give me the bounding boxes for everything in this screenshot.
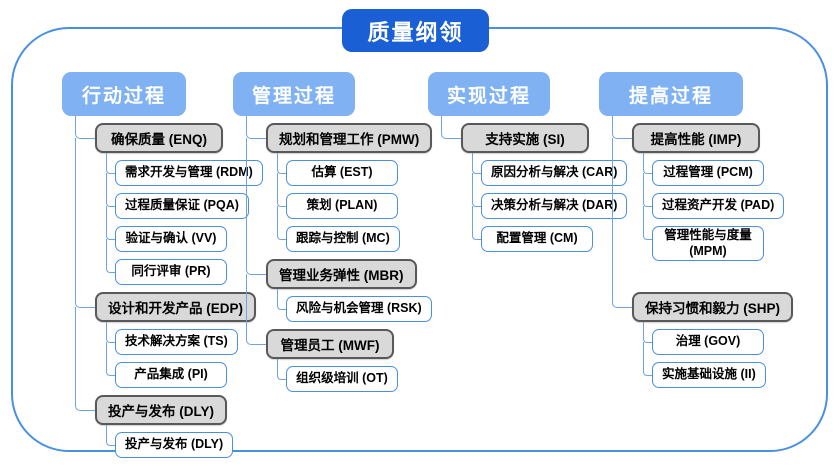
group-branch: 支持实施 (SI) 原因分析与解决 (CAR) 决策分析与解决 (DAR) 配置管理 … (441, 116, 628, 252)
column-header: 实现过程 (428, 72, 550, 116)
leaf-node: 策划 (PLAN) (286, 193, 398, 219)
leaf-branch: 产品集成 (PI) (106, 355, 263, 388)
leaf-branch: 管理性能与度量 (MPM) (643, 218, 793, 262)
leaf-branch: 治理 (GOV) (643, 322, 793, 363)
leaf-branch: 同行评审 (PR) (106, 252, 263, 285)
process-column-2: 管理过程规划和管理工作 (PMW) 估算 (EST) 策划 (PLAN) 跟踪与控制 … (233, 72, 433, 392)
leaf-branch: 风险与机会管理 (RSK) (277, 289, 432, 322)
leaf-branch: 估算 (EST) (277, 153, 432, 193)
group-branch: 投产与发布 (DLY) 投产与发布 (DLY) (75, 388, 263, 458)
leaf-branch: 跟踪与控制 (MC) (277, 219, 432, 252)
leaf-node: 技术解决方案 (TS) (115, 329, 238, 355)
leaf-branch: 策划 (PLAN) (277, 186, 432, 226)
group-list: 确保质量 (ENQ) 需求开发与管理 (RDM) 过程质量保证 (PQA) 验证与确认… (75, 116, 263, 458)
group-node: 提高性能 (IMP) (632, 123, 760, 153)
leaf-node: 投产与发布 (DLY) (115, 432, 234, 458)
group-node: 管理业务弹性 (MBR) (266, 259, 417, 289)
group-branch: 确保质量 (ENQ) 需求开发与管理 (RDM) 过程质量保证 (PQA) 验证与确认… (75, 116, 263, 292)
group-branch: 管理业务弹性 (MBR) 风险与机会管理 (RSK) (246, 252, 432, 329)
leaf-node: 跟踪与控制 (MC) (286, 226, 400, 252)
leaf-list: 风险与机会管理 (RSK) (277, 289, 432, 322)
leaf-node: 原因分析与解决 (CAR) (481, 160, 628, 186)
leaf-list: 需求开发与管理 (RDM) 过程质量保证 (PQA) 验证与确认 (VV) 同行评审 … (106, 153, 263, 285)
process-column-4: 提高过程提高性能 (IMP) 过程管理 (PCM) 过程资产开发 (PAD) 管理性能… (599, 72, 793, 389)
leaf-list: 原因分析与解决 (CAR) 决策分析与解决 (DAR) 配置管理 (CM) (472, 153, 628, 252)
leaf-node: 同行评审 (PR) (115, 259, 227, 285)
column-header: 提高过程 (599, 72, 743, 116)
leaf-node: 估算 (EST) (286, 160, 398, 186)
group-branch: 规划和管理工作 (PMW) 估算 (EST) 策划 (PLAN) 跟踪与控制 (MC) (246, 116, 433, 259)
leaf-branch: 原因分析与解决 (CAR) (472, 153, 628, 193)
leaf-branch: 组织级培训 (OT) (277, 359, 432, 392)
leaf-node: 需求开发与管理 (RDM) (115, 160, 263, 186)
leaf-node: 管理性能与度量 (MPM) (652, 226, 764, 262)
group-list: 规划和管理工作 (PMW) 估算 (EST) 策划 (PLAN) 跟踪与控制 (MC)… (246, 116, 433, 392)
group-branch: 提高性能 (IMP) 过程管理 (PCM) 过程资产开发 (PAD) 管理性能与度量 … (612, 115, 793, 269)
leaf-branch: 需求开发与管理 (RDM) (106, 153, 263, 193)
diagram-title: 质量纲领 (342, 9, 489, 52)
leaf-node: 实施基础设施 (II) (652, 362, 766, 389)
group-branch: 保持习惯和毅力 (SHP) 治理 (GOV) 实施基础设施 (II) (612, 261, 793, 389)
process-column-3: 实现过程支持实施 (SI) 原因分析与解决 (CAR) 决策分析与解决 (DAR) 配… (428, 72, 628, 252)
group-node: 确保质量 (ENQ) (95, 123, 223, 153)
group-node: 投产与发布 (DLY) (95, 395, 228, 425)
leaf-list: 投产与发布 (DLY) (106, 425, 263, 458)
leaf-branch: 技术解决方案 (TS) (106, 322, 263, 362)
leaf-node: 过程质量保证 (PQA) (115, 193, 249, 219)
leaf-branch: 配置管理 (CM) (472, 219, 627, 252)
leaf-branch: 投产与发布 (DLY) (106, 425, 263, 458)
group-node: 设计和开发产品 (EDP) (95, 292, 256, 322)
leaf-node: 配置管理 (CM) (481, 226, 593, 252)
leaf-list: 估算 (EST) 策划 (PLAN) 跟踪与控制 (MC) (277, 153, 432, 252)
leaf-node: 过程管理 (PCM) (652, 160, 764, 186)
leaf-list: 组织级培训 (OT) (277, 359, 432, 392)
leaf-branch: 过程资产开发 (PAD) (643, 186, 793, 226)
leaf-node: 验证与确认 (VV) (115, 226, 227, 252)
leaf-branch: 决策分析与解决 (DAR) (472, 186, 628, 226)
group-branch: 管理员工 (MWF) 组织级培训 (OT) (246, 322, 432, 392)
group-node: 保持习惯和毅力 (SHP) (632, 292, 793, 323)
leaf-node: 风险与机会管理 (RSK) (286, 296, 432, 322)
process-column-1: 行动过程确保质量 (ENQ) 需求开发与管理 (RDM) 过程质量保证 (PQA) 验… (62, 72, 263, 458)
leaf-node: 产品集成 (PI) (115, 362, 227, 388)
leaf-node: 组织级培训 (OT) (286, 366, 398, 392)
leaf-branch: 过程质量保证 (PQA) (106, 186, 263, 226)
leaf-node: 决策分析与解决 (DAR) (481, 193, 628, 219)
group-branch: 设计和开发产品 (EDP) 技术解决方案 (TS) 产品集成 (PI) (75, 285, 263, 395)
leaf-node: 过程资产开发 (PAD) (652, 193, 785, 219)
leaf-branch: 验证与确认 (VV) (106, 219, 263, 259)
group-node: 管理员工 (MWF) (266, 329, 394, 359)
group-node: 规划和管理工作 (PMW) (266, 123, 433, 153)
column-header: 管理过程 (233, 72, 355, 116)
leaf-list: 治理 (GOV) 实施基础设施 (II) (643, 322, 793, 389)
leaf-branch: 过程管理 (PCM) (643, 153, 793, 193)
leaf-node: 治理 (GOV) (652, 329, 764, 356)
leaf-list: 技术解决方案 (TS) 产品集成 (PI) (106, 322, 263, 388)
column-header: 行动过程 (62, 72, 186, 116)
group-node: 支持实施 (SI) (461, 123, 589, 153)
group-list: 支持实施 (SI) 原因分析与解决 (CAR) 决策分析与解决 (DAR) 配置管理 … (441, 116, 628, 252)
leaf-branch: 实施基础设施 (II) (643, 355, 793, 389)
leaf-list: 过程管理 (PCM) 过程资产开发 (PAD) 管理性能与度量 (MPM) (643, 153, 793, 262)
group-list: 提高性能 (IMP) 过程管理 (PCM) 过程资产开发 (PAD) 管理性能与度量 … (612, 115, 793, 389)
